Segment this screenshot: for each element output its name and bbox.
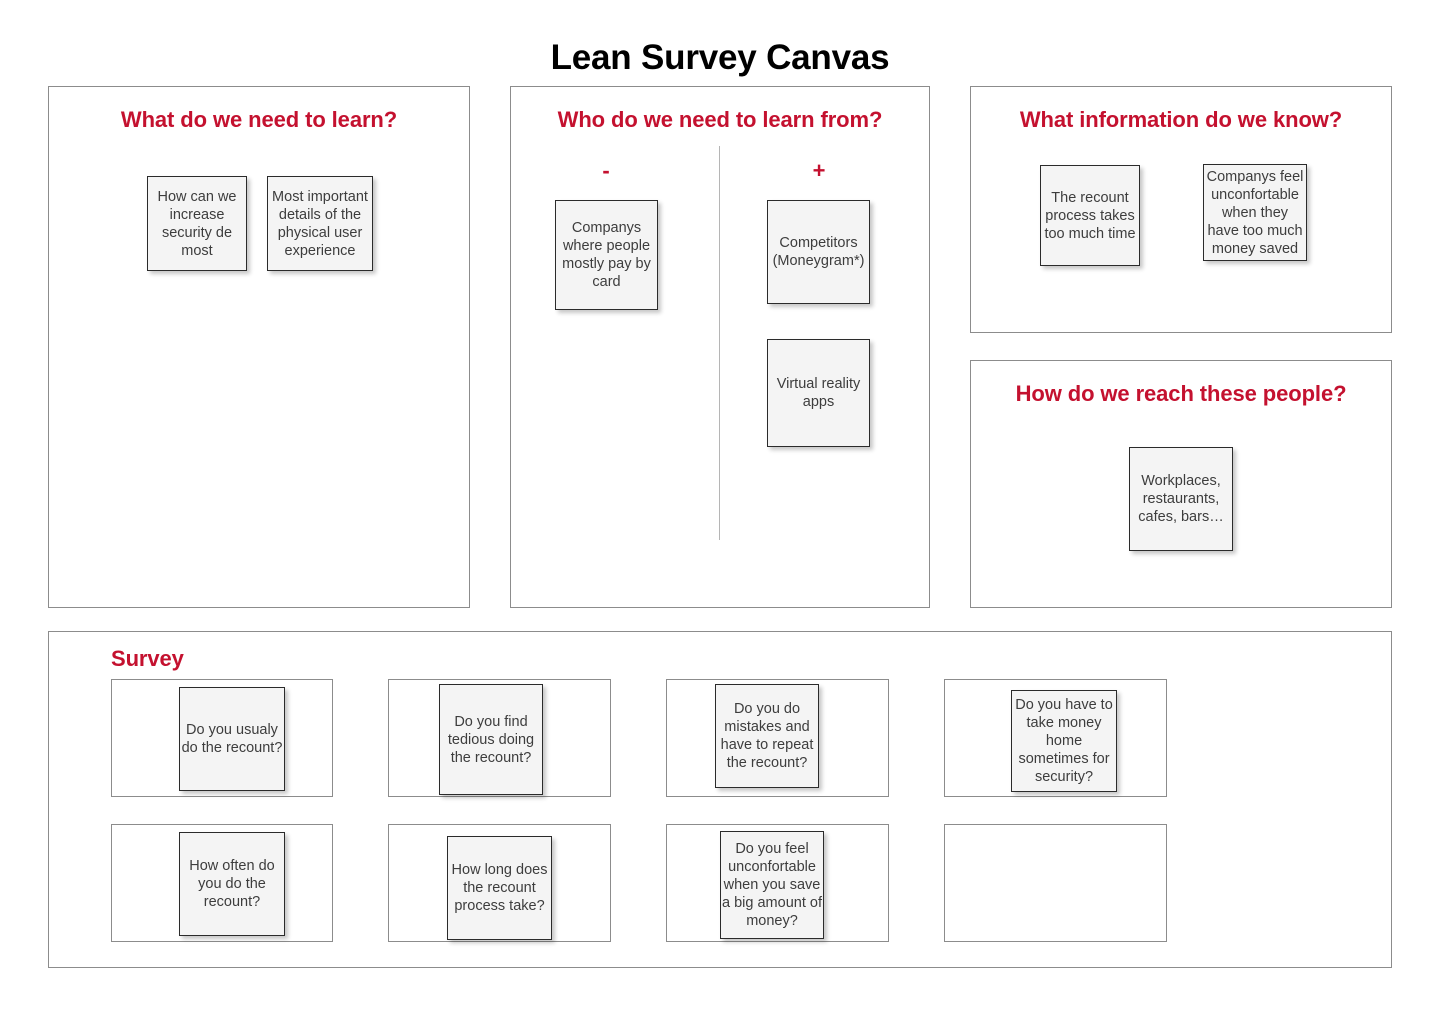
panel-heading-what-we-know: What information do we know? [1019,107,1343,132]
sticky-note-survey-7[interactable]: Do you feel unconfortable when you save … [720,831,824,939]
panel-heading-what-to-learn: What do we need to learn? [120,107,398,132]
sticky-note-survey-5[interactable]: How often do you do the recount? [179,832,285,936]
survey-cell-8[interactable] [944,824,1167,942]
panel-heading-how-to-reach: How do we reach these people? [1015,381,1347,406]
panel-heading-survey: Survey [111,646,184,671]
sticky-note-learn-from-plus-2[interactable]: Virtual reality apps [767,339,870,447]
panel-what-to-learn: What do we need to learn? [48,86,470,608]
sticky-note-text: Do you find tedious doing the recount? [447,713,535,766]
sticky-note-learn-1[interactable]: How can we increase security de most [147,176,247,271]
sticky-note-learn-from-plus-1[interactable]: Competitors (Moneygram*) [767,200,870,304]
plus-column-label: + [812,158,826,183]
sticky-note-survey-1[interactable]: Do you usualy do the recount? [179,687,285,791]
sticky-note-text: Do you do mistakes and have to repeat th… [720,701,814,771]
minus-column-label: - [602,158,610,183]
sticky-note-survey-6[interactable]: How long does the recount process take? [447,836,552,940]
sticky-note-text: How often do you do the recount? [189,858,275,910]
sticky-note-know-1[interactable]: The recount process takes too much time [1040,165,1140,266]
sticky-note-learn-2[interactable]: Most important details of the physical u… [267,176,373,271]
sticky-note-survey-3[interactable]: Do you do mistakes and have to repeat th… [715,684,819,788]
sticky-note-text: Do you feel unconfortable when you save … [722,841,822,929]
sticky-note-text: Companys where people mostly pay by card [562,220,651,290]
sticky-note-learn-from-minus-1[interactable]: Companys where people mostly pay by card [555,200,658,310]
sticky-note-survey-2[interactable]: Do you find tedious doing the recount? [439,684,543,795]
page-title: Lean Survey Canvas [550,38,890,77]
sticky-note-text: Most important details of the physical u… [272,188,368,259]
panel-what-we-know: What information do we know? [970,86,1392,333]
sticky-note-text: Virtual reality apps [776,376,861,410]
sticky-note-reach-1[interactable]: Workplaces, restaurants, cafes, bars… [1129,447,1233,551]
sticky-note-text: Companys feel unconfortable when they ha… [1206,168,1304,257]
sticky-note-text: The recount process takes too much time [1044,189,1136,242]
sticky-note-text: How can we increase security de most [157,188,237,259]
sticky-note-text: Workplaces, restaurants, cafes, bars… [1138,473,1224,525]
sticky-note-text: Do you usualy do the recount? [181,722,283,756]
sticky-note-survey-4[interactable]: Do you have to take money home sometimes… [1011,690,1117,792]
sticky-note-text: Competitors (Moneygram*) [772,235,865,269]
column-divider [719,146,720,540]
sticky-note-text: Do you have to take money home sometimes… [1015,697,1113,785]
sticky-note-text: How long does the recount process take? [451,862,548,914]
panel-heading-who-to-learn-from: Who do we need to learn from? [557,107,883,132]
sticky-note-know-2[interactable]: Companys feel unconfortable when they ha… [1203,164,1307,261]
